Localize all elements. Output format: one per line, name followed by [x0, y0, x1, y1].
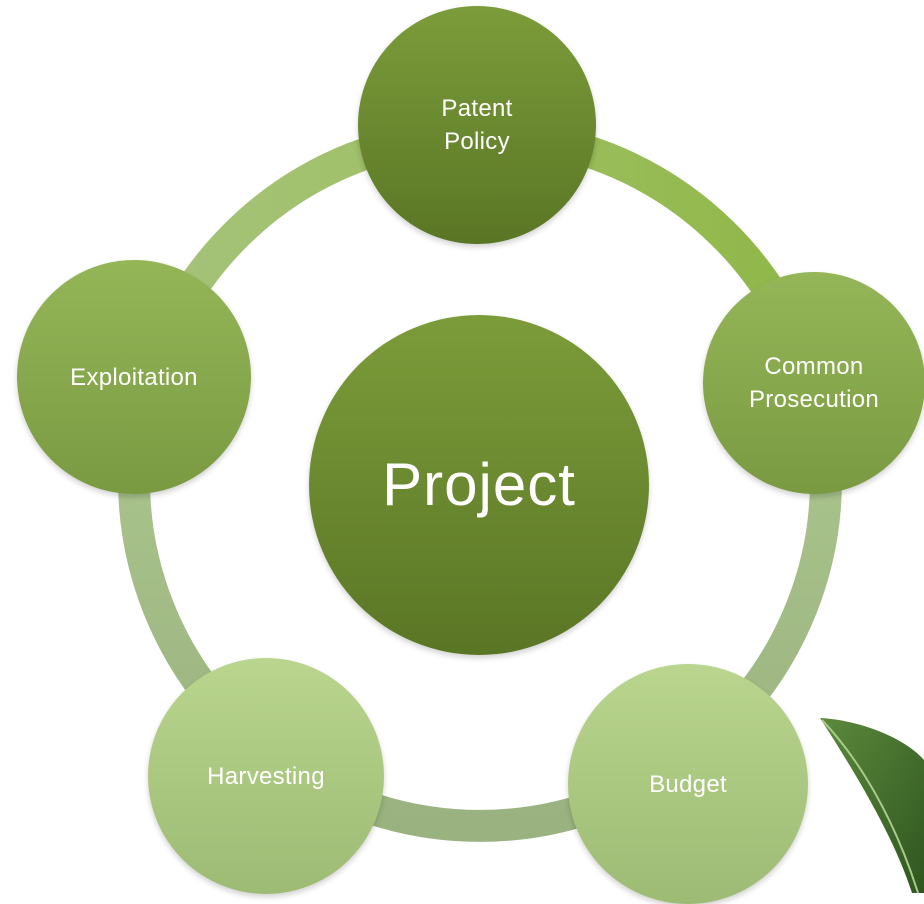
node-label: Patent Policy — [441, 95, 513, 155]
center-node-project: Project — [309, 315, 649, 655]
node-budget: Budget — [568, 664, 808, 904]
ring-segment-bottom — [118, 464, 842, 842]
node-common-prosecution: Common Prosecution — [703, 272, 924, 494]
node-label: Budget — [649, 770, 727, 798]
center-label: Project — [382, 451, 576, 518]
node-patent-policy: Patent Policy — [358, 6, 596, 244]
node-label: Harvesting — [207, 762, 325, 790]
node-label: Common Prosecution — [748, 353, 880, 413]
leaf-icon — [820, 718, 924, 893]
node-harvesting: Harvesting — [148, 658, 384, 894]
node-exploitation: Exploitation — [17, 260, 251, 494]
node-label: Exploitation — [70, 363, 198, 391]
